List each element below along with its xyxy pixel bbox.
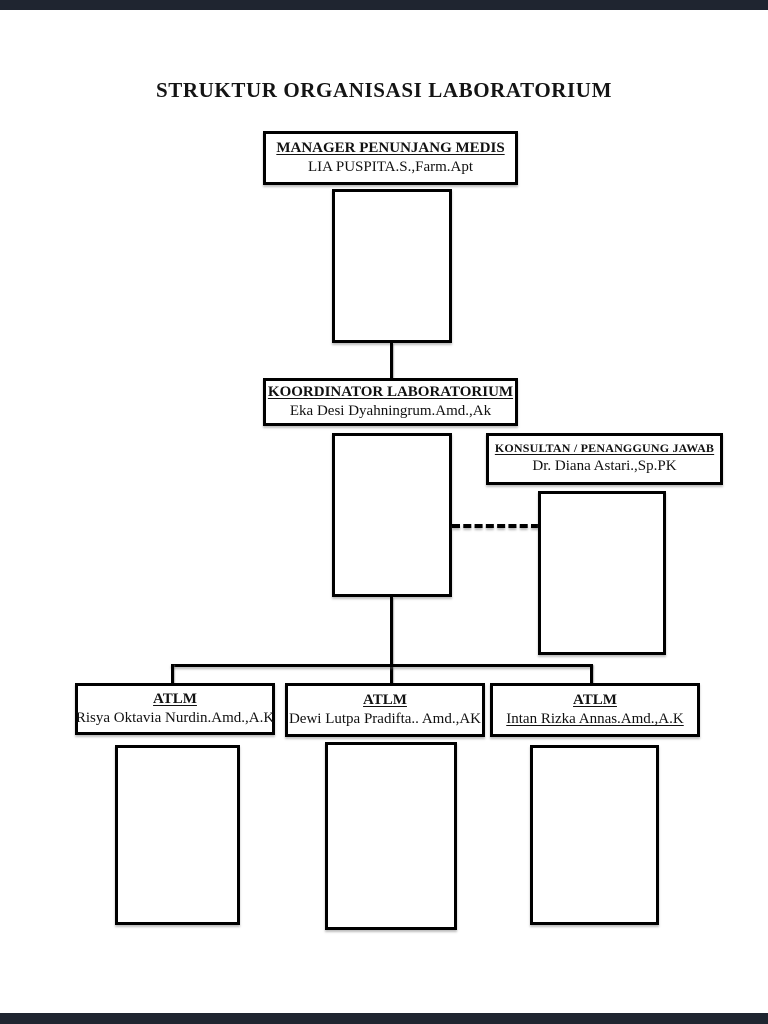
- letterbox-top-bar: [0, 0, 768, 10]
- photo-placeholder-konsultan: [538, 491, 666, 655]
- photo-placeholder-atlm-3: [530, 745, 659, 925]
- role-label-atlm-2: ATLM: [363, 691, 407, 708]
- role-label-koordinator: KOORDINATOR LABORATORIUM: [267, 383, 514, 400]
- branch-horizontal-line: [171, 664, 593, 667]
- photo-placeholder-koordinator: [332, 433, 452, 597]
- page-title: STRUKTUR ORGANISASI LABORATORIUM: [156, 78, 612, 102]
- branch-drop-right: [590, 664, 593, 683]
- person-name-atlm-2: Dewi Lutpa Pradifta.. Amd.,AK: [288, 711, 482, 727]
- person-name-koordinator: Eka Desi Dyahningrum.Amd.,Ak: [289, 403, 492, 419]
- org-box-koordinator: KOORDINATOR LABORATORIUM Eka Desi Dyahni…: [263, 378, 518, 426]
- role-label-atlm-3: ATLM: [573, 691, 617, 708]
- person-name-konsultan: Dr. Diana Astari.,Sp.PK: [532, 458, 677, 475]
- person-name-atlm-1: Risya Oktavia Nurdin.Amd.,A.K: [75, 710, 275, 726]
- branch-drop-left: [171, 664, 174, 683]
- dashed-connector-koordinator-konsultan: [452, 524, 539, 528]
- role-label-konsultan: KONSULTAN / PENANGGUNG JAWAB: [494, 441, 715, 456]
- org-box-atlm-3: ATLM Intan Rizka Annas.Amd.,A.K: [490, 683, 700, 737]
- org-box-konsultan: KONSULTAN / PENANGGUNG JAWAB Dr. Diana A…: [486, 433, 723, 485]
- person-name-manager: LIA PUSPITA.S.,Farm.Apt: [307, 159, 474, 175]
- photo-placeholder-manager: [332, 189, 452, 343]
- connector-koordinator-branch: [390, 597, 393, 683]
- person-name-atlm-3: Intan Rizka Annas.Amd.,A.K: [506, 711, 684, 727]
- org-box-manager: MANAGER PENUNJANG MEDIS LIA PUSPITA.S.,F…: [263, 131, 518, 185]
- connector-manager-koordinator: [390, 343, 393, 379]
- role-label-atlm-1: ATLM: [153, 690, 197, 707]
- photo-placeholder-atlm-2: [325, 742, 457, 930]
- role-label-manager: MANAGER PENUNJANG MEDIS: [276, 139, 505, 156]
- org-box-atlm-2: ATLM Dewi Lutpa Pradifta.. Amd.,AK: [285, 683, 485, 737]
- letterbox-bottom-bar: [0, 1013, 768, 1024]
- photo-placeholder-atlm-1: [115, 745, 240, 925]
- org-box-atlm-1: ATLM Risya Oktavia Nurdin.Amd.,A.K: [75, 683, 275, 735]
